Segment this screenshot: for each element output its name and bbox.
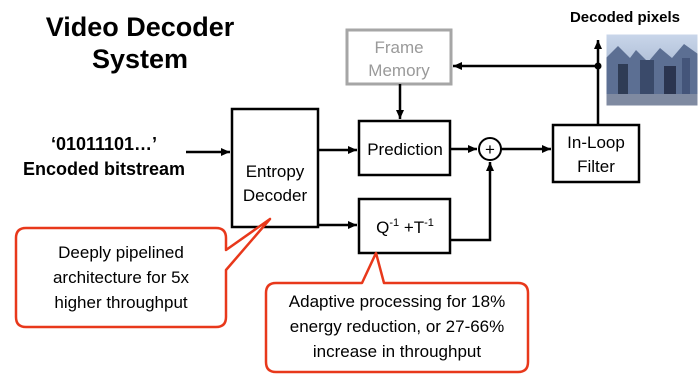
- in-loop-filter-line-2: Filter: [577, 157, 615, 176]
- input-label: Encoded bitstream: [23, 159, 185, 179]
- frame-memory-line-1: Frame: [374, 38, 423, 57]
- entropy-decoder-line-2: Decoder: [243, 186, 308, 205]
- callout-adaptive-line-1: Adaptive processing for 18%: [289, 292, 505, 311]
- decoded-frame-image: [605, 33, 698, 107]
- junction-dot: [594, 62, 602, 70]
- callout-adaptive-line-3: increase in throughput: [313, 342, 482, 361]
- t-text: +T: [399, 218, 424, 237]
- callout-pipeline-line-2: architecture for 5x: [53, 268, 190, 287]
- frame-memory-line-2: Memory: [368, 61, 430, 80]
- in-loop-filter-block: [551, 123, 641, 184]
- connectors: [186, 40, 602, 242]
- in-loop-filter-line-1: In-Loop: [567, 133, 625, 152]
- entropy-decoder-line-1: Entropy: [246, 162, 305, 181]
- title-line-1: Video Decoder: [46, 12, 235, 42]
- prediction-label: Prediction: [367, 140, 443, 159]
- entropy-decoder-block: [230, 107, 320, 229]
- t-superscript: -1: [424, 217, 434, 229]
- title-line-2: System: [92, 44, 188, 74]
- adder-symbol: +: [485, 140, 495, 159]
- callout-pipeline-line-1: Deeply pipelined: [58, 243, 184, 262]
- callout-adaptive: Adaptive processing for 18% energy reduc…: [264, 251, 530, 374]
- prediction-block: [357, 119, 452, 177]
- inverse-transform-label: Q-1 +T-1: [376, 217, 434, 237]
- inverse-transform-block: [357, 197, 452, 255]
- input-bits: ‘01011101…’: [51, 134, 157, 154]
- callout-pipeline-line-3: higher throughput: [54, 293, 188, 312]
- q-superscript: -1: [389, 217, 399, 229]
- q-text: Q: [376, 218, 389, 237]
- callout-pipeline: Deeply pipelined architecture for 5x hig…: [14, 217, 272, 329]
- decoded-pixels-label: Decoded pixels: [570, 9, 680, 26]
- callout-adaptive-line-2: energy reduction, or 27-66%: [290, 317, 505, 336]
- arrow-inverse-to-adder: [450, 162, 494, 242]
